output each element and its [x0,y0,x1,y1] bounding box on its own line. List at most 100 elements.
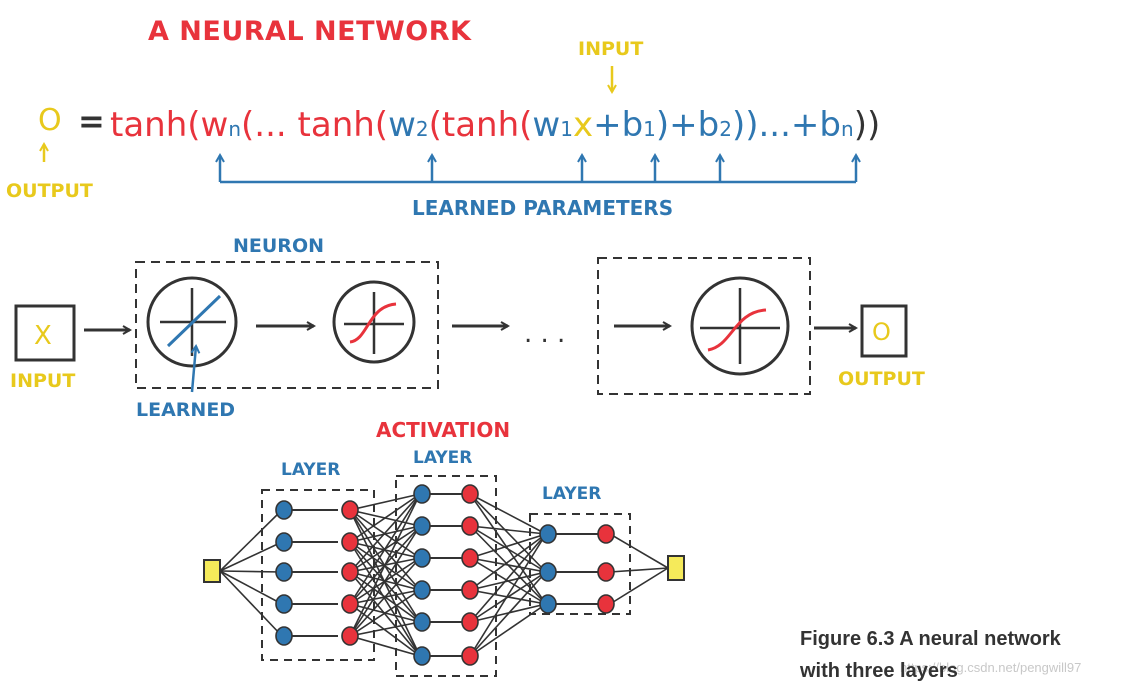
edge-input [219,509,283,572]
network-node-blue [539,594,557,614]
network-node-blue [539,562,557,582]
eq-input-label: INPUT [578,38,644,60]
edge-input [219,570,283,573]
edge-dense [349,557,421,637]
network-output-node [667,555,685,581]
edge-dense [469,533,547,591]
activation-unit [332,280,416,364]
network-input-node [203,559,221,583]
learned-params-bracket [220,155,856,184]
eq-equals: = [78,102,105,140]
eq-term-4: 2 [416,117,429,141]
edge-dense [469,571,547,623]
layer-label-2: LAYER [413,448,473,468]
layer-label-3: LAYER [542,484,602,504]
figure-title: A NEURAL NETWORK [148,16,472,47]
edge-dense [349,493,421,605]
neuron-box [135,261,439,389]
learned-parameters-label: LEARNED PARAMETERS [412,196,674,220]
output-label: OUTPUT [838,368,925,390]
edge-input [219,541,283,572]
network-diagram [203,475,685,677]
network-node-red [597,524,615,544]
network-node-blue [413,646,431,666]
network-node-red [341,626,359,646]
network-node-red [341,532,359,552]
edge-dense [469,533,547,623]
edge-dense [349,493,421,573]
equation: O = tanh(wn(... tanh(w2(tanh(w1x+b1)+b2)… [38,102,880,145]
edge-dense [469,571,547,591]
eq-term-6: w [532,105,560,145]
eq-output-label: OUTPUT [6,180,93,202]
edge-dense [469,525,547,535]
layer-label-1: LAYER [281,460,341,480]
edge-dense [469,493,547,535]
eq-term-1: n [228,117,241,141]
neuron-box-last [597,257,811,395]
eq-term-14: n [841,117,854,141]
network-node-blue [275,594,293,614]
edge-dense [469,493,547,573]
network-node-red [341,500,359,520]
input-box [14,304,76,362]
edge-dense [469,525,547,573]
neuron-diagram: X . . . O [14,257,908,395]
edge-dense [469,533,547,559]
eq-output-symbol: O [38,103,62,138]
edge-dense [349,525,421,637]
eq-term-2: (... tanh( [241,105,388,145]
network-node-blue [275,626,293,646]
eq-io-arrows [44,66,612,162]
network-node-blue [413,548,431,568]
network-node-blue [275,500,293,520]
eq-term-3: w [388,105,416,145]
equation-text: tanh(wn(... tanh(w2(tanh(w1x+b1)+b2))...… [110,105,880,145]
edge-dense [469,557,547,573]
network-node-blue [275,532,293,552]
eq-term-11: )+b [656,105,719,145]
network-node-red [461,580,479,600]
network-node-red [341,562,359,582]
edge-dense [349,621,421,637]
eq-term-15: )) [854,105,881,145]
edge-dense [349,493,421,637]
output-box [860,304,908,358]
edge-dense [469,603,547,657]
network-node-blue [539,524,557,544]
eq-term-8: x [573,105,593,145]
layer-box-3 [529,513,631,615]
input-box-symbol: X [34,321,52,351]
eq-term-5: (tanh( [429,105,533,145]
ellipsis: . . . [524,319,565,349]
edge-dense [349,493,421,511]
network-node-red [341,594,359,614]
edge-dense [349,635,421,657]
input-label: INPUT [10,370,76,392]
edge-output [609,567,669,573]
edge-input [219,570,283,637]
network-nodes [275,484,615,666]
activation-label: ACTIVATION [376,418,511,442]
edge-output [609,533,669,569]
edge-dense [349,589,421,637]
eq-term-10: 1 [643,117,656,141]
edge-dense [349,541,421,657]
layer-box-1 [261,489,375,661]
network-node-red [461,516,479,536]
network-node-blue [413,484,431,504]
eq-term-12: 2 [719,117,732,141]
caption-line-1: Figure 6.3 A neural network [800,628,1061,650]
caption-line-2: with three layers [800,660,958,682]
edge-output [609,567,669,605]
activation-unit-last [690,276,790,376]
learned-label: LEARNED [136,399,236,421]
network-edges [219,493,669,657]
eq-term-0: tanh(w [110,105,228,145]
eq-term-9: +b [593,105,643,145]
network-node-blue [413,516,431,536]
output-box-symbol: O [872,318,891,346]
network-node-blue [413,612,431,632]
